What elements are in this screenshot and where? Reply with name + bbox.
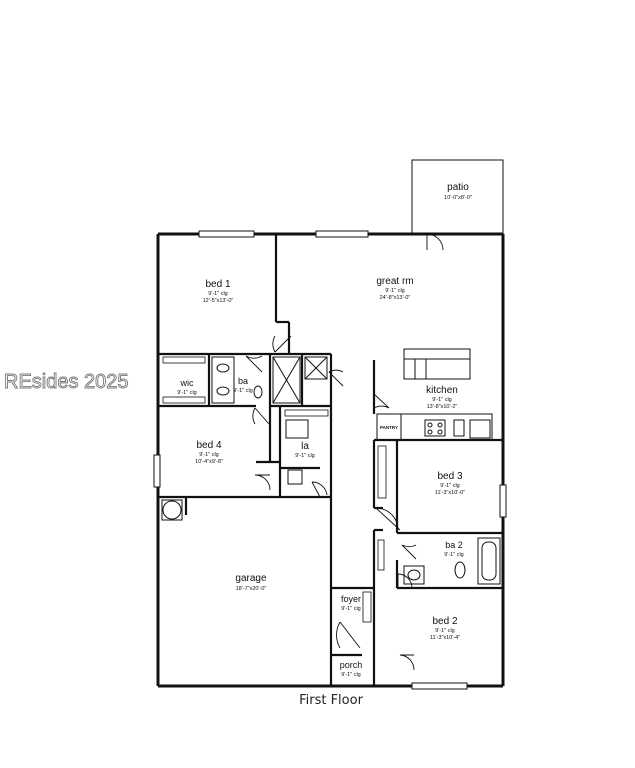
bed1-ceiling: 9'-1" clg bbox=[208, 291, 228, 297]
patio-dims: 10'-0"x8'-0" bbox=[444, 195, 472, 201]
room-ba-2: ba 2 9'-1" clg bbox=[444, 540, 464, 558]
room-porch: porch 9'-1" clg bbox=[340, 660, 363, 678]
room-foyer: foyer 9'-1" clg bbox=[341, 594, 361, 612]
watermark: REsides 2025 bbox=[4, 371, 129, 393]
room-bed-4: bed 4 9'-1" clg 10'-4"x9'-8" bbox=[195, 440, 223, 465]
windows bbox=[153, 230, 507, 690]
bed3-dims: 11'-3"x10'-0" bbox=[435, 490, 465, 496]
room-patio: patio 10'-0"x8'-0" bbox=[444, 182, 472, 201]
patio-outline bbox=[411, 159, 504, 234]
room-bed-2: bed 2 9'-1" clg 11'-3"x10'-4" bbox=[430, 616, 460, 641]
room-ba: ba 9'-1" clg bbox=[233, 376, 253, 394]
bed4-ceiling: 9'-1" clg bbox=[199, 452, 219, 458]
room-wic: wic 9'-1" clg bbox=[177, 378, 197, 396]
garage-dims: 18'-7"x20'-0" bbox=[236, 586, 267, 592]
bed2-dims: 11'-3"x10'-4" bbox=[430, 635, 460, 641]
room-kitchen: kitchen 9'-1" clg 13'-8"x10'-2" PANTRY bbox=[380, 385, 458, 430]
la-ceiling: 9'-1" clg bbox=[295, 453, 315, 459]
bath-fixtures bbox=[161, 356, 501, 585]
bed3-name: bed 3 bbox=[437, 471, 462, 482]
wic-ceiling: 9'-1" clg bbox=[177, 390, 197, 396]
bed2-name: bed 2 bbox=[432, 616, 457, 627]
door-swings bbox=[245, 233, 444, 671]
garage-name: garage bbox=[235, 573, 267, 584]
kitchen-counters bbox=[376, 348, 493, 441]
greatrm-name: great rm bbox=[376, 276, 413, 287]
wic-name: wic bbox=[180, 378, 194, 388]
greatrm-ceiling: 9'-1" clg bbox=[385, 288, 405, 294]
room-great-rm: great rm 9'-1" clg 24'-8"x13'-0" bbox=[376, 276, 413, 301]
foyer-name: foyer bbox=[341, 594, 361, 604]
bed4-name: bed 4 bbox=[196, 440, 221, 451]
bed3-ceiling: 9'-1" clg bbox=[440, 483, 460, 489]
pantry-label: PANTRY bbox=[380, 425, 398, 430]
bed1-dims: 12'-5"x13'-0" bbox=[203, 298, 234, 304]
floor-caption: First Floor bbox=[299, 693, 363, 708]
room-bed-1: bed 1 9'-1" clg 12'-5"x13'-0" bbox=[203, 279, 234, 304]
patio-name: patio bbox=[447, 182, 469, 193]
interior-walls bbox=[158, 234, 503, 686]
ba2-name: ba 2 bbox=[445, 540, 463, 550]
foyer-ceiling: 9'-1" clg bbox=[341, 606, 361, 612]
la-name: la bbox=[301, 441, 309, 452]
ba-ceiling: 9'-1" clg bbox=[233, 388, 253, 394]
room-bed-3: bed 3 9'-1" clg 11'-3"x10'-0" bbox=[435, 471, 465, 496]
greatrm-dims: 24'-8"x13'-0" bbox=[380, 295, 411, 301]
porch-ceiling: 9'-1" clg bbox=[341, 672, 361, 678]
kitchen-dims: 13'-8"x10'-2" bbox=[427, 404, 458, 410]
kitchen-name: kitchen bbox=[426, 385, 458, 396]
bed1-name: bed 1 bbox=[205, 279, 230, 290]
closet-shelves bbox=[162, 356, 387, 623]
kitchen-ceiling: 9'-1" clg bbox=[432, 397, 452, 403]
bed4-dims: 10'-4"x9'-8" bbox=[195, 459, 223, 465]
porch-name: porch bbox=[340, 660, 363, 670]
room-garage: garage 18'-7"x20'-0" bbox=[235, 573, 267, 592]
ba-name: ba bbox=[238, 376, 248, 386]
ba2-ceiling: 9'-1" clg bbox=[444, 552, 464, 558]
bed2-ceiling: 9'-1" clg bbox=[435, 628, 455, 634]
room-la: la 9'-1" clg bbox=[295, 441, 315, 459]
